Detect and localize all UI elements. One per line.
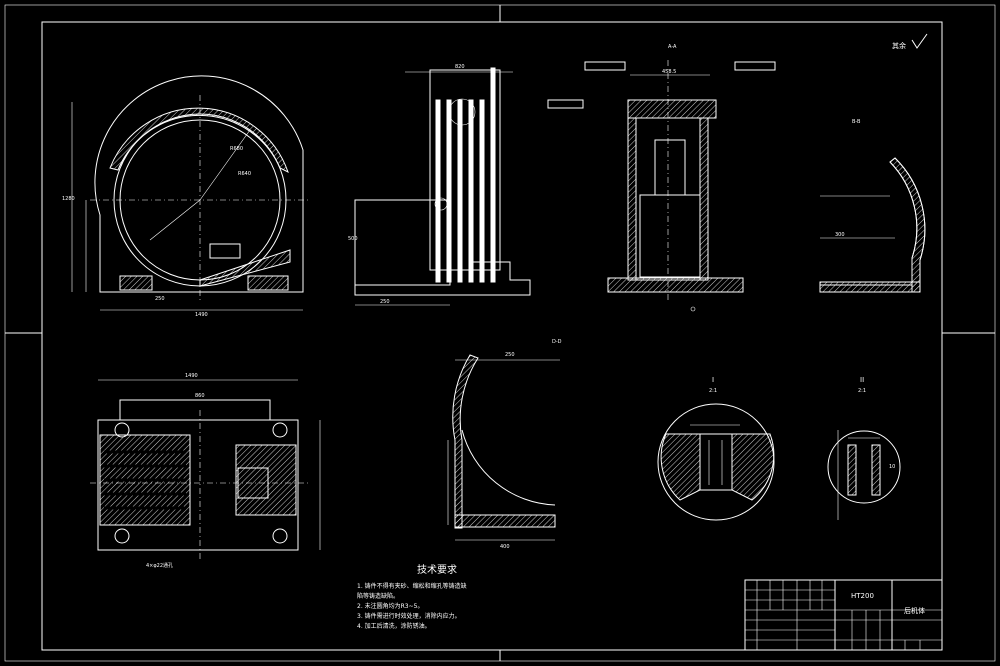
inner-border: [41, 21, 943, 651]
svg-text:860: 860: [195, 393, 205, 399]
svg-text:4×φ22通孔: 4×φ22通孔: [146, 562, 173, 569]
detail-1-scale: 2:1: [709, 388, 717, 394]
tech-requirement-4: 4. 加工后清洗，涂防锈油。: [357, 623, 431, 630]
svg-text:458.5: 458.5: [662, 69, 676, 75]
svg-text:1490: 1490: [195, 312, 208, 318]
plan-view: 1490 860 4×φ22通孔: [90, 373, 321, 569]
section-b-b-view: B-B 300: [819, 119, 926, 293]
detail-2-scale: 2:1: [858, 388, 866, 394]
material-label: HT200: [851, 592, 874, 600]
surface-roughness-mark: 其余: [892, 33, 928, 50]
tech-requirement-1: 1. 铸件不得有夹砂、缩松和缩孔等铸造缺: [357, 583, 467, 590]
svg-text:820: 820: [455, 64, 465, 70]
tech-requirement-1b: 陷等铸造缺陷。: [357, 593, 400, 600]
svg-text:250: 250: [380, 299, 390, 305]
detail-i-view: I 2:1: [657, 376, 775, 521]
svg-text:1490: 1490: [185, 373, 198, 379]
detail-1-label: I: [712, 376, 714, 384]
section-a-a-view: A-A 458.5: [547, 44, 776, 312]
svg-text:250: 250: [155, 296, 165, 302]
section-aa-label: A-A: [668, 44, 677, 50]
section-dd-label: D-D: [552, 339, 562, 345]
svg-text:300: 300: [835, 232, 845, 238]
detail-2-label: II: [860, 376, 864, 384]
svg-text:500: 500: [348, 236, 358, 242]
side-view: 820 250 500: [348, 64, 531, 306]
tech-requirements-heading: 技术要求: [417, 565, 457, 576]
svg-text:400: 400: [500, 544, 510, 550]
surface-mark-label: 其余: [892, 41, 906, 50]
detail-ii-view: II 2:1 10: [827, 376, 901, 520]
section-bb-label: B-B: [852, 119, 861, 125]
svg-text:R680: R680: [230, 146, 243, 152]
title-block: HT200 后机体: [744, 579, 943, 651]
tech-requirement-3: 3. 铸件需进行时效处理，消除内应力。: [357, 613, 461, 620]
technical-requirements: 技术要求 1. 铸件不得有夹砂、缩松和缩孔等铸造缺 陷等铸造缺陷。 2. 未注圆…: [357, 561, 557, 632]
part-name-label: 后机体: [904, 606, 925, 615]
svg-text:1280: 1280: [62, 196, 75, 202]
tech-requirement-2: 2. 未注圆角均为R3~5。: [357, 603, 424, 610]
section-d-d-view: D-D 250 400: [447, 339, 562, 550]
svg-text:250: 250: [505, 352, 515, 358]
centering-marks: [5, 5, 995, 661]
front-view: 1490 1280 R680 R640 250: [62, 75, 310, 318]
svg-text:R640: R640: [238, 171, 251, 177]
svg-text:10: 10: [889, 464, 895, 470]
